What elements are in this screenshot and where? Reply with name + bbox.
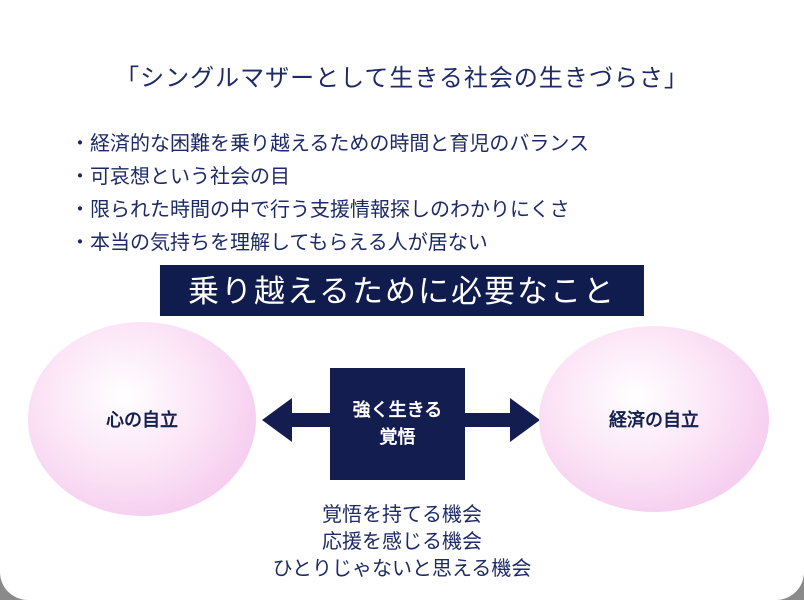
center-box: 強く生きる 覚悟 — [330, 368, 465, 480]
bullet-list: ・経済的な困難を乗り越えるための時間と育児のバランス ・可哀想という社会の目 ・… — [70, 128, 589, 260]
bullet-item: ・限られた時間の中で行う支援情報探しのわかりにくさ — [70, 199, 570, 221]
right-circle-label: 経済の自立 — [609, 410, 699, 430]
outcome-line: 覚悟を持てる機会 — [322, 504, 482, 526]
bullet-item: ・経済的な困難を乗り越えるための時間と育児のバランス — [70, 133, 589, 155]
left-arrow — [262, 398, 330, 442]
right-circle: 経済の自立 — [539, 326, 769, 512]
outcome-line: ひとりじゃないと思える機会 — [272, 558, 532, 580]
right-arrow-shaft — [465, 413, 512, 427]
right-arrowhead-icon — [510, 398, 540, 442]
left-arrowhead-icon — [262, 398, 292, 442]
center-box-line1: 強く生きる — [352, 400, 443, 420]
section-banner: 乗り越えるために必要なこと — [159, 265, 645, 316]
left-circle: 心の自立 — [28, 322, 256, 516]
bullet-item: ・本当の気持ちを理解してもらえる人が居ない — [70, 232, 488, 254]
outcome-line: 応援を感じる機会 — [322, 531, 482, 553]
bullet-item: ・可哀想という社会の目 — [70, 166, 290, 188]
right-arrow — [465, 398, 540, 442]
left-arrow-shaft — [290, 413, 330, 427]
center-box-line2: 覚悟 — [379, 427, 416, 447]
left-circle-label: 心の自立 — [106, 410, 178, 430]
outcome-lines: 覚悟を持てる機会 応援を感じる機会 ひとりじゃないと思える機会 — [0, 502, 804, 583]
slide-title: 「シングルマザーとして生きる社会の生きづらさ」 — [115, 66, 689, 92]
